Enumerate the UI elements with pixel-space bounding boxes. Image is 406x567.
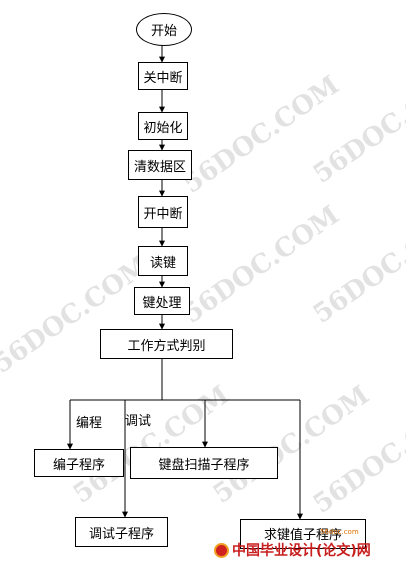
footer-logo-small: 56doc.com bbox=[320, 528, 359, 536]
branch-label-debugging: 调试 bbox=[125, 414, 152, 429]
subroutine-keyscan: 键盘扫描子程序 bbox=[130, 447, 278, 479]
footer-logo: 中国毕业设计(论文)网 bbox=[214, 534, 404, 566]
subroutine-find-key: 求键值子程序 bbox=[240, 519, 366, 549]
step-disable-interrupt: 关中断 bbox=[138, 62, 188, 90]
start-node: 开始 bbox=[136, 13, 192, 46]
step-mode-judge: 工作方式判别 bbox=[100, 329, 233, 359]
step-enable-interrupt: 开中断 bbox=[138, 196, 188, 228]
subroutine-debugging: 调试子程序 bbox=[75, 517, 168, 547]
step-read-key: 读键 bbox=[138, 246, 188, 276]
step-clear-data: 清数据区 bbox=[128, 150, 192, 180]
branch-label-programming: 编程 bbox=[76, 416, 103, 431]
step-key-process: 键处理 bbox=[134, 287, 190, 315]
subroutine-programming: 编子程序 bbox=[34, 449, 124, 477]
logo-mark-icon bbox=[214, 542, 229, 558]
footer-logo-text: 中国毕业设计(论文)网 bbox=[232, 543, 371, 559]
step-initialize: 初始化 bbox=[138, 112, 188, 140]
